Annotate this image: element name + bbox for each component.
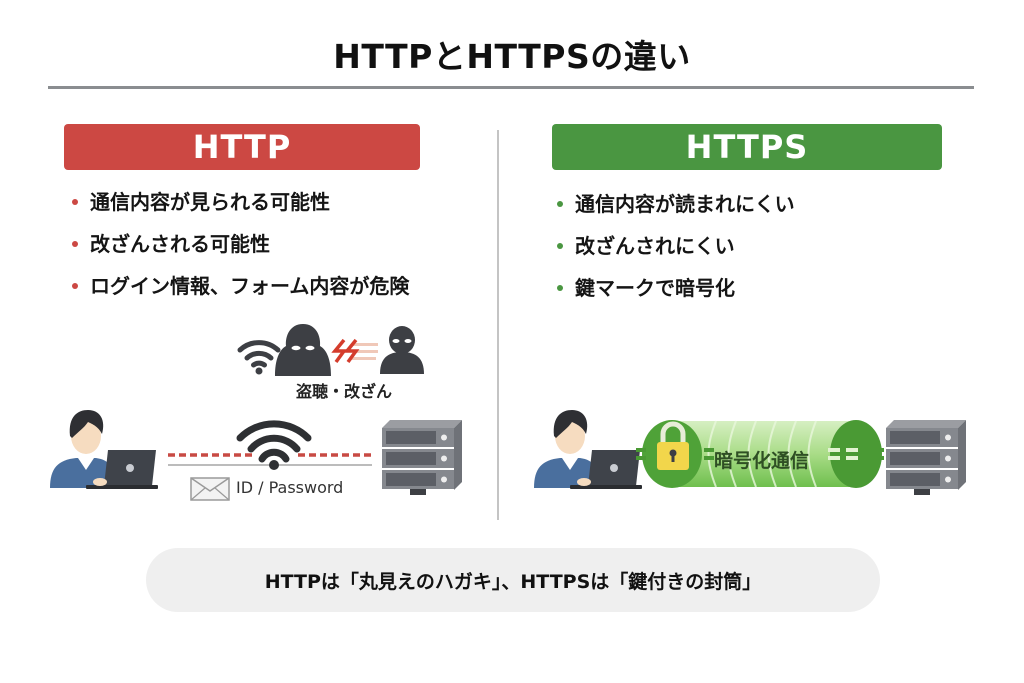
server-icon (382, 420, 462, 495)
attacker-icon (380, 326, 424, 374)
bullet-icon (72, 283, 78, 289)
https-point: 改ざんされにくい (557, 232, 795, 274)
http-point: 改ざんされる可能性 (72, 230, 409, 272)
summary-banner: HTTPは「丸見えのハガキ」、HTTPSは「鍵付きの封筒」 (146, 548, 880, 612)
http-heading: HTTP (64, 124, 420, 170)
envelope-icon (190, 477, 230, 501)
hacker-icon (275, 324, 331, 376)
user-laptop-icon (50, 410, 158, 489)
bullet-icon (72, 241, 78, 247)
server-icon (886, 420, 966, 495)
http-points-list: 通信内容が見られる可能性 改ざんされる可能性 ログイン情報、フォーム内容が危険 (72, 188, 409, 314)
https-point: 通信内容が読まれにくい (557, 190, 795, 232)
bullet-icon (557, 285, 563, 291)
page-title: HTTPとHTTPSの違い (333, 37, 691, 76)
title-divider (48, 86, 974, 89)
attack-label: 盗聴・改ざん (296, 382, 393, 401)
http-point: ログイン情報、フォーム内容が危険 (72, 272, 409, 314)
encrypted-tunnel (636, 420, 884, 488)
bullet-icon (557, 201, 563, 207)
https-point: 鍵マークで暗号化 (557, 274, 795, 316)
wifi-icon (236, 420, 312, 470)
payload-label: ID / Password (236, 478, 344, 497)
interference-icon (331, 338, 378, 364)
bullet-icon (557, 243, 563, 249)
tunnel-label: 暗号化通信 (714, 450, 810, 472)
lock-icon (657, 421, 689, 470)
bullet-icon (72, 199, 78, 205)
column-divider (497, 130, 499, 520)
https-heading: HTTPS (552, 124, 942, 170)
https-points-list: 通信内容が読まれにくい 改ざんされにくい 鍵マークで暗号化 (557, 190, 795, 316)
http-point: 通信内容が見られる可能性 (72, 188, 409, 230)
wifi-icon (237, 340, 281, 375)
user-laptop-icon (534, 410, 642, 489)
